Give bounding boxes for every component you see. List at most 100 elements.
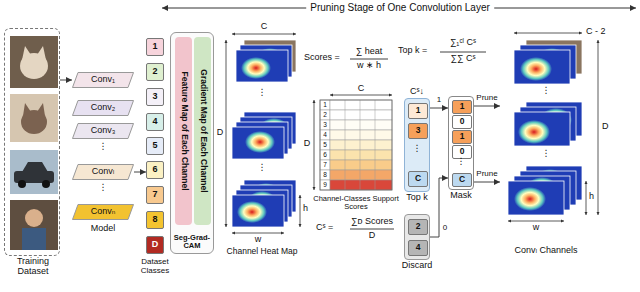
annotation: D [602, 122, 609, 132]
dimension-line [300, 195, 301, 227]
edge-label: 1 [436, 96, 442, 105]
image-ground [10, 94, 58, 142]
conv-layer: Conv₂ [72, 100, 134, 116]
node-label: 0 [460, 117, 465, 126]
score-table [320, 100, 392, 190]
class-box: 3 [146, 88, 164, 106]
image-ground [10, 150, 58, 194]
arrow [60, 80, 72, 81]
channel-box: 3 [408, 123, 428, 139]
mask-cell: C [452, 173, 472, 187]
class-box: 1 [146, 38, 164, 56]
annotation: 8 [323, 171, 327, 178]
heat-tile [232, 127, 284, 159]
node-label: Feature Map of Each Channel [179, 71, 188, 190]
node-label: Convₙ [91, 207, 116, 217]
dimension-line [586, 181, 587, 215]
row-number-cell [320, 120, 330, 130]
heat-tile [236, 50, 288, 82]
car-wheel [42, 180, 50, 188]
node-label: Convₗ [92, 167, 115, 177]
edge-label: Prune [475, 170, 498, 179]
score-row [330, 170, 392, 180]
node-label: C [459, 175, 465, 184]
annotation: 2 [323, 111, 327, 118]
table-frame [320, 100, 392, 190]
node-label: 2 [416, 222, 421, 231]
row-number-cell [320, 140, 330, 150]
node-label: 8 [152, 215, 157, 225]
annotation: 5 [323, 141, 327, 148]
annotation: Dataset Classes [130, 258, 180, 276]
pruned-channel-stack: Convₗ Channels [500, 34, 592, 244]
annotation: Cˢ = [316, 223, 333, 233]
annotation: Model [91, 224, 116, 234]
channel-box: C [408, 171, 428, 187]
annotation: 6 [323, 151, 327, 158]
node-label: Cˢ↓ [410, 87, 424, 97]
annotation: w [533, 223, 540, 233]
node-label: Conv₁ [91, 75, 115, 85]
heat-blob [245, 131, 275, 153]
fraction-bar [350, 59, 388, 60]
annotation: ∑ᴅ Scores [351, 217, 393, 227]
row-number-cell [320, 180, 330, 190]
dimension-line [232, 233, 284, 234]
annotation: ⋮ [413, 144, 422, 154]
annotation: ⋮ [258, 163, 267, 173]
annotation: w [255, 235, 262, 245]
class-box: 4 [146, 113, 164, 131]
heat-tile [232, 195, 284, 227]
annotation: D [304, 139, 311, 149]
row-number-cell [320, 170, 330, 180]
annotation: Channel Heat Map [227, 247, 298, 256]
heat-blob [241, 57, 271, 79]
row-number-cell [320, 100, 330, 110]
node-label: 1 [416, 106, 421, 115]
heat-tile [508, 181, 564, 215]
annotation: C [261, 22, 268, 32]
class-box: 6 [146, 161, 164, 179]
annotation: ∑₁ᶜˡ Cˢ [450, 38, 476, 48]
parallelogram-shape [73, 73, 134, 88]
node-label: 3 [416, 126, 421, 135]
node-label: 6 [152, 165, 157, 175]
annotation: 9 [323, 181, 327, 188]
annotation: ⋮ [258, 88, 267, 98]
arrow [430, 108, 448, 109]
node-label: Top k [406, 193, 428, 203]
annotation: ⋮ [542, 149, 551, 159]
channel-box: 2 [408, 219, 428, 235]
stage-title: Pruning Stage of One Convolution Layer [306, 2, 494, 13]
seg-grad-cam-box: Seg-Grad-CAMFeature Map of Each ChannelG… [170, 32, 214, 254]
class-box: 7 [146, 186, 164, 204]
tile-ground [508, 181, 564, 215]
class-box: D [146, 236, 164, 254]
column-line [375, 100, 376, 190]
annotation: Scores = [304, 53, 340, 63]
dimension-line [226, 40, 227, 227]
annotation: h [303, 204, 308, 214]
gradient-map-strip: Gradient Map of Each Channel [194, 37, 211, 225]
dimension-line [232, 34, 296, 35]
score-row [330, 150, 392, 160]
score-row [330, 180, 392, 190]
image-ground [10, 36, 58, 88]
parallelogram-shape [73, 165, 134, 180]
tile-ground [232, 127, 284, 159]
dimension-line [508, 221, 564, 222]
arrow [430, 178, 448, 237]
node-label: Gradient Map of Each Channel [198, 69, 207, 192]
node-label: Conv₂ [91, 103, 116, 113]
annotation: w ∗ h [357, 61, 381, 71]
heat-blob [237, 201, 267, 223]
annotation: ⋮ [457, 157, 466, 167]
annotation: ∑∑ Cˢ [451, 54, 476, 64]
class-box: 5 [146, 137, 164, 155]
dimension-line [314, 100, 315, 190]
score-row [330, 160, 392, 170]
node-label: 4 [416, 243, 421, 252]
tile-ground [514, 112, 570, 146]
